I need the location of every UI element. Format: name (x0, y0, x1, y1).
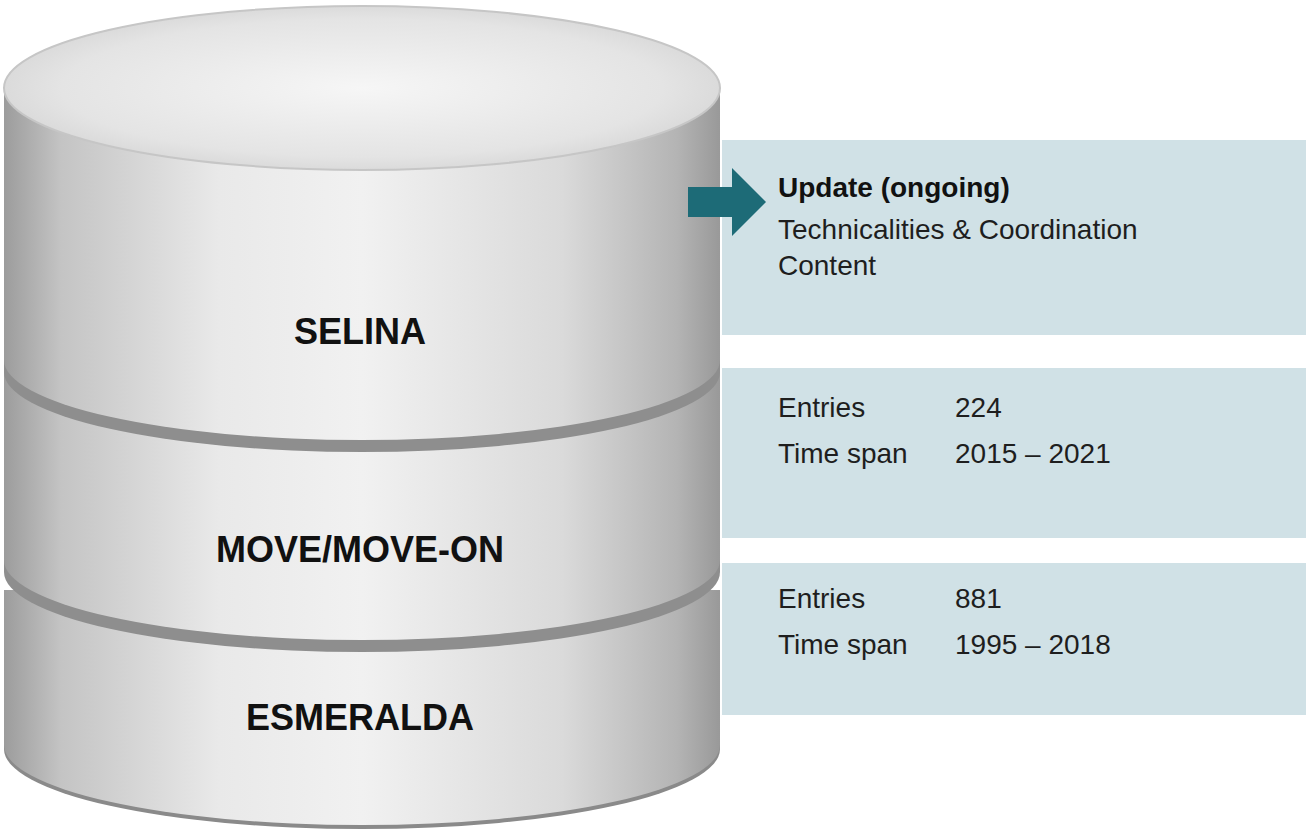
layer-label: SELINA (294, 311, 426, 353)
panel-text: 2015 – 2021 (955, 438, 1111, 470)
panel-text: 224 (955, 392, 1002, 424)
info-panel: Update (ongoing) Technicalities & Coordin… (722, 140, 1306, 335)
info-panel: Entries 224Time span 2015 – 2021 (722, 368, 1306, 538)
panel-heading: Update (ongoing) (778, 172, 1010, 204)
database-layer: ESMERALDA (100, 686, 620, 750)
layer-label: ESMERALDA (246, 697, 474, 739)
panel-text: Content (778, 250, 876, 282)
database-layer: SELINA (100, 300, 620, 364)
panel-text: 1995 – 2018 (955, 629, 1111, 661)
layer-label: MOVE/MOVE-ON (216, 529, 504, 571)
panel-text: Entries (778, 392, 865, 424)
panel-text: 881 (955, 583, 1002, 615)
panel-text: Time span (778, 629, 908, 661)
database-layer: MOVE/MOVE-ON (80, 518, 640, 582)
panel-text: Time span (778, 438, 908, 470)
info-panel: Entries 881Time span 1995 – 2018 (722, 563, 1306, 715)
panel-text: Entries (778, 583, 865, 615)
panel-text: Technicalities & Coordination (778, 214, 1138, 246)
